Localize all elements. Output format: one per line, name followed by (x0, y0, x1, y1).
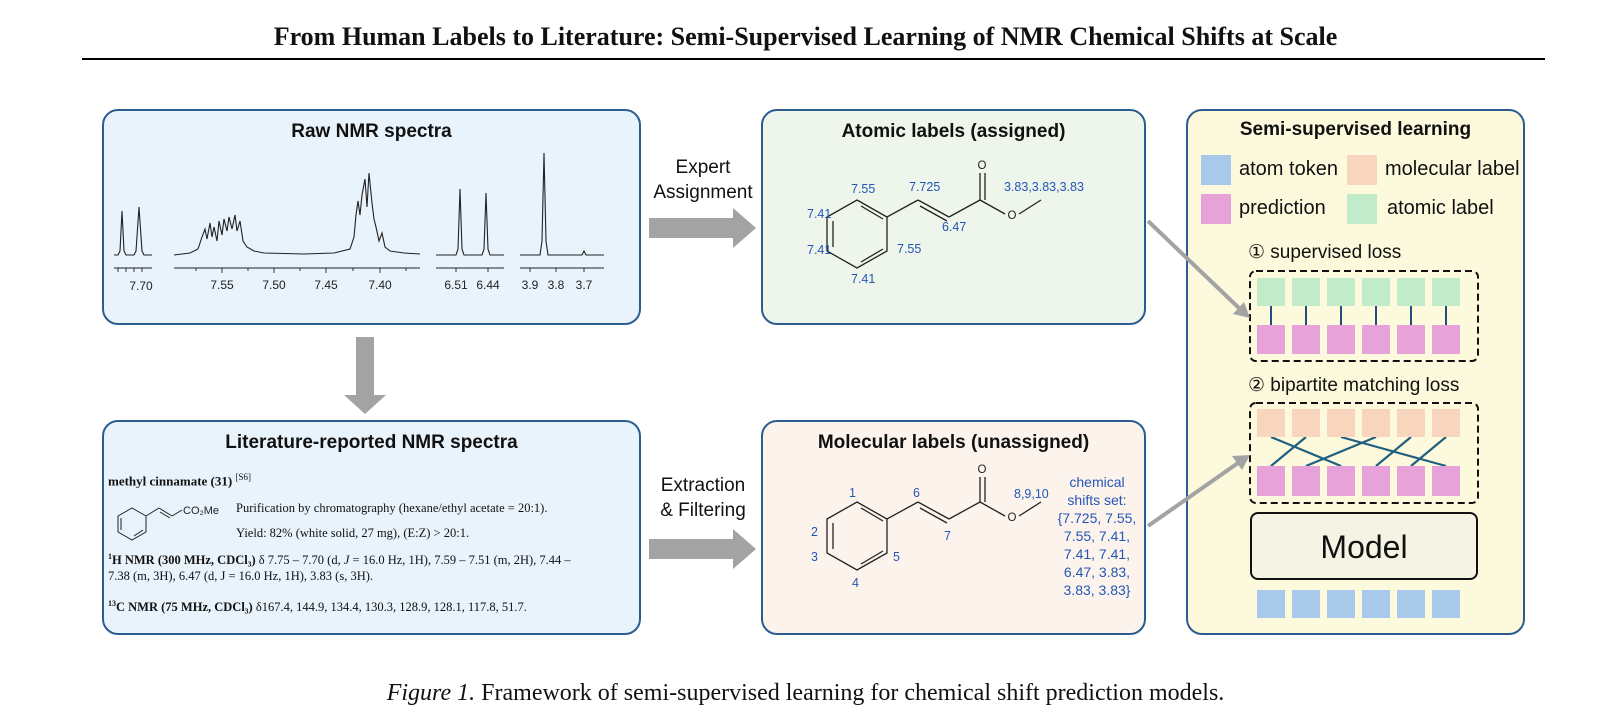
svg-text:7.41, 7.41,: 7.41, 7.41, (1064, 546, 1130, 562)
literature-structure: CO₂Me (117, 505, 219, 541)
atom-token-swatch (1201, 155, 1231, 185)
svg-text:7.55: 7.55 (851, 182, 875, 196)
tick-label: 6.44 (476, 278, 500, 292)
page-title: From Human Labels to Literature: Semi-Su… (273, 22, 1338, 51)
c-nmr-line: 13C NMR (75 MHz, CDCl₃) δ167.4, 144.9, 1… (108, 599, 527, 615)
compound-ref: [S6] (235, 472, 251, 482)
shift-set: chemical shifts set: {7.725, 7.55, 7.55,… (1058, 474, 1137, 598)
raw-nmr-spectra: 7.70 7.55 7.50 7.45 7.40 6.51 6.44 3.9 3… (114, 152, 604, 293)
svg-text:7.55: 7.55 (897, 242, 921, 256)
down-arrow (344, 337, 386, 414)
svg-text:8,9,10: 8,9,10 (1014, 487, 1049, 501)
model-box: Model (1250, 512, 1478, 580)
svg-text:3.83,3.83,3.83: 3.83,3.83,3.83 (1004, 180, 1084, 194)
ester-oxygen: O (1008, 210, 1017, 222)
title-rule (82, 58, 1545, 60)
tick-label: 3.9 (522, 278, 539, 292)
tick-label: 3.8 (548, 278, 565, 292)
ssl-title: Semi-supervised learning (1239, 119, 1472, 140)
atomic-labels-title: Atomic labels (assigned) (841, 121, 1066, 142)
molecular-labels-panel: Molecular labels (unassigned) 1 6 2 7 3 … (761, 420, 1146, 635)
literature-panel: Literature-reported NMR spectra methyl c… (102, 420, 641, 635)
h-nmr-line-1: 1H NMR (300 MHz, CDCl₃) δ 7.75 – 7.70 (d… (108, 552, 571, 568)
carbonyl-oxygen: O (978, 464, 987, 476)
svg-text:7.41: 7.41 (851, 272, 875, 286)
molecule-bonds (826, 173, 1042, 269)
svg-text:7.41: 7.41 (807, 207, 831, 221)
tick-label: 7.40 (368, 278, 392, 292)
svg-text:6.47, 3.83,: 6.47, 3.83, (1064, 564, 1130, 580)
atomic-labels-molecule: 7.55 7.725 7.41 7.41 7.55 7.41 6.47 3.83… (807, 160, 1084, 286)
extraction-filtering-label: Extraction& Filtering (660, 475, 746, 521)
caption-text: Framework of semi-supervised learning fo… (481, 680, 1225, 706)
atomic-label-swatch (1347, 194, 1377, 224)
figure-caption: Figure 1. Framework of semi-supervised l… (0, 680, 1611, 707)
svg-text:6.47: 6.47 (942, 220, 966, 234)
substituent-label: CO₂Me (183, 505, 219, 517)
h-nmr-line-2: 7.38 (m, 3H), 6.47 (d, J = 16.0 Hz, 1H),… (108, 569, 374, 583)
tick-label: 7.70 (129, 279, 153, 293)
literature-title: Literature-reported NMR spectra (225, 432, 518, 453)
spectrum-segment-1 (114, 206, 152, 256)
ester-oxygen: O (1008, 512, 1017, 524)
caption-label: Figure 1. (386, 680, 476, 706)
atomic-shift-labels: 7.55 7.725 7.41 7.41 7.55 7.41 6.47 3.83… (807, 180, 1084, 286)
bipartite-loss-label: ② bipartite matching loss (1248, 375, 1460, 396)
extraction-arrow (649, 529, 756, 569)
prediction-swatch (1201, 194, 1231, 224)
svg-text:4: 4 (852, 576, 859, 590)
tick-label: 7.50 (262, 278, 286, 292)
spectrum-segment-3 (436, 188, 504, 256)
svg-text:1: 1 (849, 486, 856, 500)
legend-atomic-label: atomic label (1387, 197, 1494, 219)
svg-text:7: 7 (944, 529, 951, 543)
raw-nmr-panel: Raw NMR spectra 7.70 7.55 7. (102, 109, 641, 325)
legend-molecular-label: molecular label (1385, 158, 1520, 180)
legend-atom-token: atom token (1239, 158, 1338, 180)
legend-prediction: prediction (1239, 197, 1326, 219)
spectrum-segment-2 (173, 172, 421, 256)
atom-number-labels: 1 6 2 7 3 5 4 8,9,10 (811, 486, 1049, 590)
svg-text:6: 6 (913, 486, 920, 500)
molecule-bonds (826, 477, 1042, 571)
svg-text:{7.725, 7.55,: {7.725, 7.55, (1058, 510, 1137, 526)
atomic-labels-panel: Atomic labels (assigned) 7.55 7.725 7.41… (761, 109, 1146, 325)
spectrum-segment-4 (520, 152, 604, 256)
yield-text: Yield: 82% (white solid, 27 mg), (E:Z) >… (236, 526, 470, 540)
carbonyl-oxygen: O (978, 160, 987, 172)
expert-assignment-arrow (649, 208, 756, 248)
svg-text:2: 2 (811, 525, 818, 539)
svg-text:7.55, 7.41,: 7.55, 7.41, (1064, 528, 1130, 544)
molecular-labels-molecule: 1 6 2 7 3 5 4 8,9,10 O O chemical shifts… (811, 464, 1137, 598)
tick-label: 7.55 (210, 278, 234, 292)
tick-label: 6.51 (444, 278, 468, 292)
supervised-loss-label: ① supervised loss (1248, 242, 1402, 263)
svg-text:7.41: 7.41 (807, 243, 831, 257)
molecular-label-swatch (1347, 155, 1377, 185)
tick-label: 7.45 (314, 278, 338, 292)
tick-label: 3.7 (576, 278, 593, 292)
purification-text: Purification by chromatography (hexane/e… (236, 501, 548, 515)
svg-text:7.725: 7.725 (909, 180, 940, 194)
svg-text:3.83, 3.83}: 3.83, 3.83} (1064, 582, 1131, 598)
raw-nmr-title: Raw NMR spectra (291, 121, 452, 142)
molecular-labels-title: Molecular labels (unassigned) (817, 432, 1090, 453)
svg-text:5: 5 (893, 550, 900, 564)
svg-text:3: 3 (811, 550, 818, 564)
svg-text:shifts set:: shifts set: (1067, 492, 1126, 508)
compound-name: methyl cinnamate (31) [S6] (108, 472, 251, 489)
svg-text:chemical: chemical (1069, 474, 1124, 490)
